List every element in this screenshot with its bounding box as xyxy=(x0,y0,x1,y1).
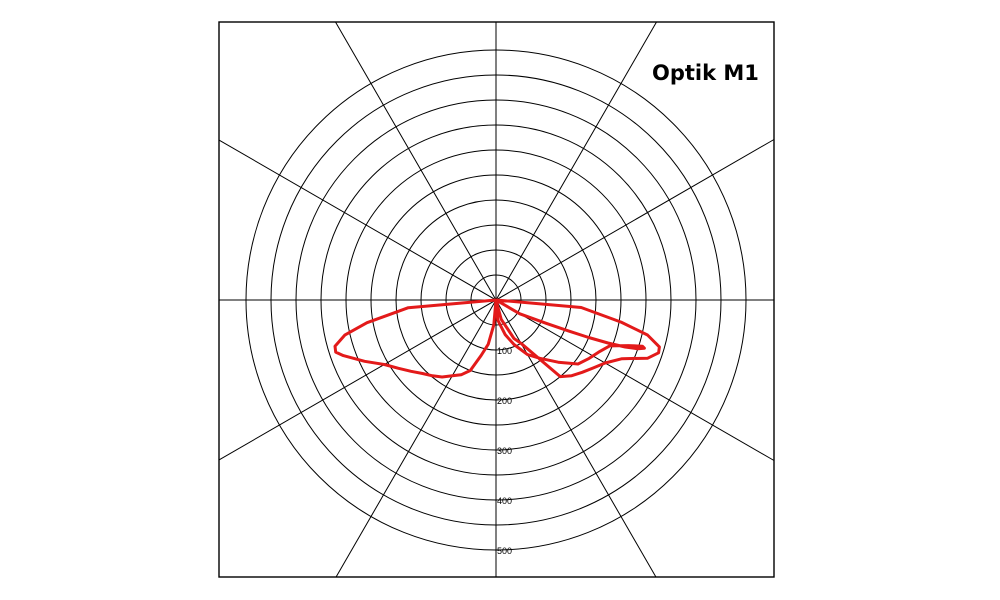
radial-tick-label: 100 xyxy=(497,346,512,356)
radial-tick-label: 200 xyxy=(497,396,512,406)
radial-tick-label: 400 xyxy=(497,496,512,506)
radial-tick-label: 500 xyxy=(497,546,512,556)
radial-tick-labels: 100 200 300 400 500 xyxy=(497,346,512,556)
radial-tick-label: 300 xyxy=(497,446,512,456)
intensity-curves xyxy=(333,298,661,379)
intensity-curve xyxy=(333,298,661,379)
chart-title: Optik M1 xyxy=(652,61,759,85)
